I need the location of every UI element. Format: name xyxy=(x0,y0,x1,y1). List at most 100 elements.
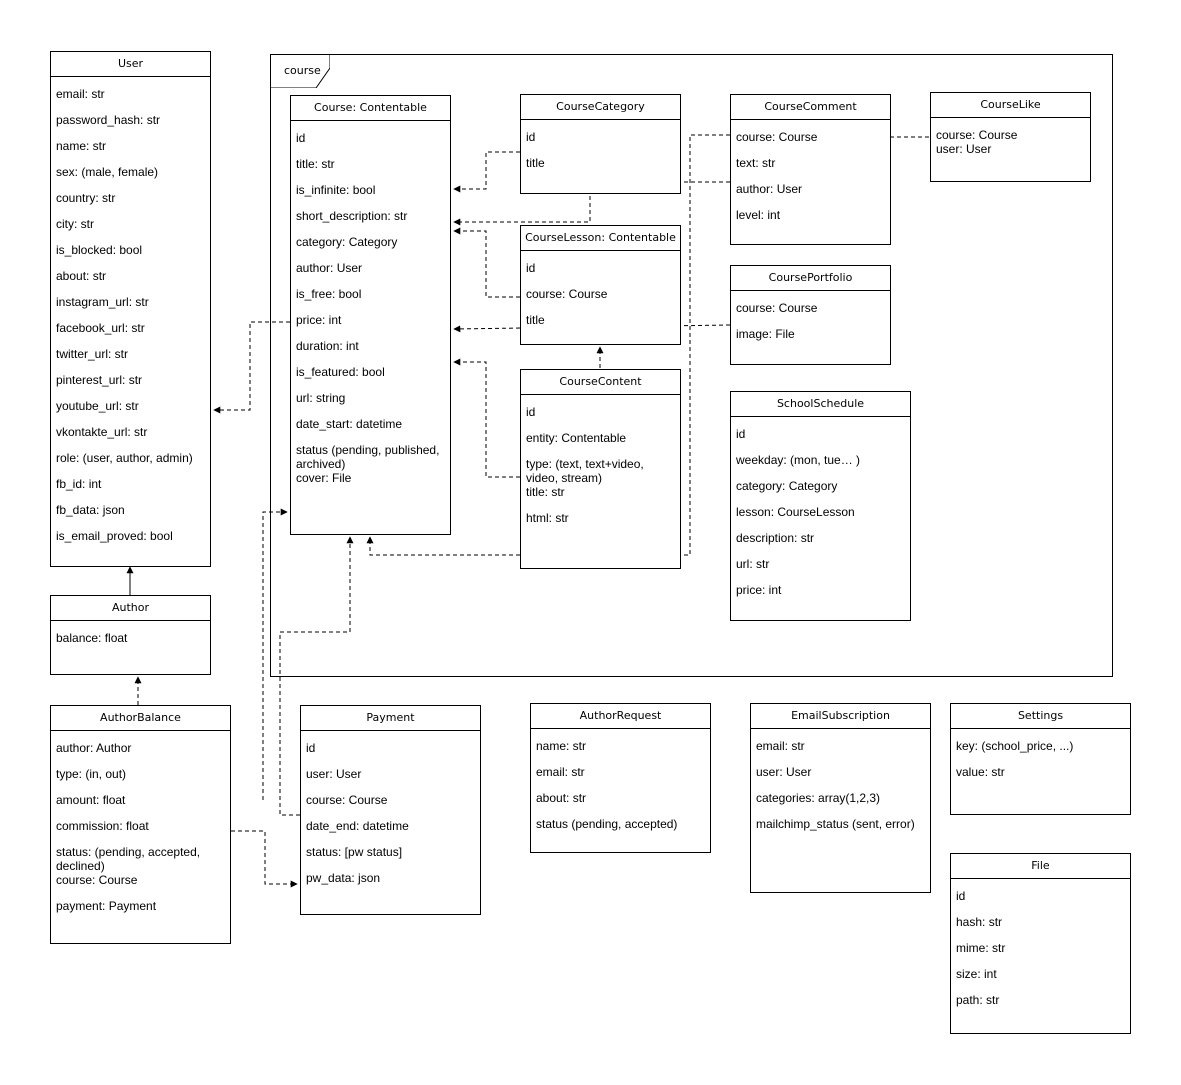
class-field: url: string xyxy=(296,391,346,405)
class-field: course: Course xyxy=(736,130,818,144)
class-field: entity: Contentable xyxy=(526,431,627,445)
class-name: CourseLike xyxy=(931,93,1090,118)
class-course-content: CourseContent id entity: Contentable type: … xyxy=(520,369,681,569)
class-field: title: str xyxy=(296,157,335,171)
class-course-category: CourseCategory id title xyxy=(520,94,681,194)
class-fields: email: str password_hash: str name: str sex… xyxy=(51,77,210,555)
class-field: author: User xyxy=(296,261,363,275)
class-field: price: int xyxy=(296,313,342,327)
class-field: facebook_url: str xyxy=(56,321,145,335)
class-field: id xyxy=(526,261,536,275)
class-field: title xyxy=(526,313,545,327)
class-field: fb_id: int xyxy=(56,477,102,491)
class-field: level: int xyxy=(736,208,781,222)
course-package-frame xyxy=(270,54,1113,677)
class-name: Course: Contentable xyxy=(291,96,450,121)
class-field: title: str xyxy=(526,485,565,499)
content-to-course-connector xyxy=(453,358,520,478)
class-field: status: [pw status] xyxy=(306,845,403,859)
class-field: is_infinite: bool xyxy=(296,183,376,197)
class-field: role: (user, author, admin) xyxy=(56,451,193,465)
class-name: Author xyxy=(51,596,210,621)
class-fields: key: (school_price, ...)value: str xyxy=(951,729,1130,791)
class-field: author: User xyxy=(736,182,803,196)
class-field: duration: int xyxy=(296,339,359,353)
course-package-label: course xyxy=(284,64,321,77)
lesson-to-course-connector xyxy=(453,227,520,298)
class-field: is_email_proved: bool xyxy=(56,529,173,543)
class-field: path: str xyxy=(956,993,1000,1007)
class-field: course: Course xyxy=(306,793,388,807)
payment-to-course-connector xyxy=(279,536,354,816)
category-to-course-connector xyxy=(453,151,520,193)
class-author-balance: AuthorBalance author: Author type: (in, ou… xyxy=(50,705,231,944)
class-field: name: str xyxy=(56,139,107,153)
class-field: id xyxy=(526,405,536,419)
class-field: email: str xyxy=(56,87,105,101)
class-field: short_description: str xyxy=(296,209,408,223)
class-field: title xyxy=(526,156,545,170)
class-name: AuthorRequest xyxy=(531,704,710,729)
class-field: city: str xyxy=(56,217,94,231)
class-field: sex: (male, female) xyxy=(56,165,159,179)
payment-to-file-connector xyxy=(262,508,288,800)
class-author: Author balance: float xyxy=(50,595,211,675)
class-field: weekday: (mon, tue… ) xyxy=(736,453,861,467)
class-field: youtube_url: str xyxy=(56,399,139,413)
class-field: pinterest_url: str xyxy=(56,373,143,387)
class-field: email: str xyxy=(536,765,585,779)
class-field: country: str xyxy=(56,191,116,205)
class-name: EmailSubscription xyxy=(751,704,930,729)
class-field: date_start: datetime xyxy=(296,417,403,431)
class-field: password_hash: str xyxy=(56,113,161,127)
class-field: is_blocked: bool xyxy=(56,243,143,257)
class-fields: balance: float xyxy=(51,621,210,657)
class-field: type: (in, out) xyxy=(56,767,127,781)
class-field: id xyxy=(306,741,316,755)
class-field: twitter_url: str xyxy=(56,347,129,361)
class-field: id xyxy=(956,889,966,903)
class-field: id xyxy=(526,130,536,144)
class-name: CoursePortfolio xyxy=(731,266,890,291)
class-name: AuthorBalance xyxy=(51,706,230,731)
class-field: vkontakte_url: str xyxy=(56,425,148,439)
class-field: email: str xyxy=(756,739,805,753)
class-name: Payment xyxy=(301,706,480,731)
course-author-to-user-connector xyxy=(213,321,290,414)
class-field: fb_data: json xyxy=(56,503,125,517)
class-field: name: str xyxy=(536,739,587,753)
class-fields: id title xyxy=(521,120,680,182)
class-field: balance: float xyxy=(56,631,128,645)
class-field: pw_data: json xyxy=(306,871,381,885)
class-field: hash: str xyxy=(956,915,1003,929)
class-field: size: int xyxy=(956,967,997,981)
class-name: CourseCategory xyxy=(521,95,680,120)
class-field: status (pending, published, archived) xyxy=(296,443,440,471)
class-field: is_free: bool xyxy=(296,287,362,301)
class-field: author: Author xyxy=(56,741,132,755)
class-name: Settings xyxy=(951,704,1130,729)
class-field: course: Course xyxy=(936,128,1018,142)
class-field: cover: File xyxy=(296,471,352,485)
class-field: course: Course xyxy=(56,873,138,887)
class-field: type: (text, text+video, video, stream) xyxy=(526,457,644,485)
class-name: CourseContent xyxy=(521,370,680,395)
class-field: amount: float xyxy=(56,793,126,807)
class-field: user: User xyxy=(936,142,992,156)
